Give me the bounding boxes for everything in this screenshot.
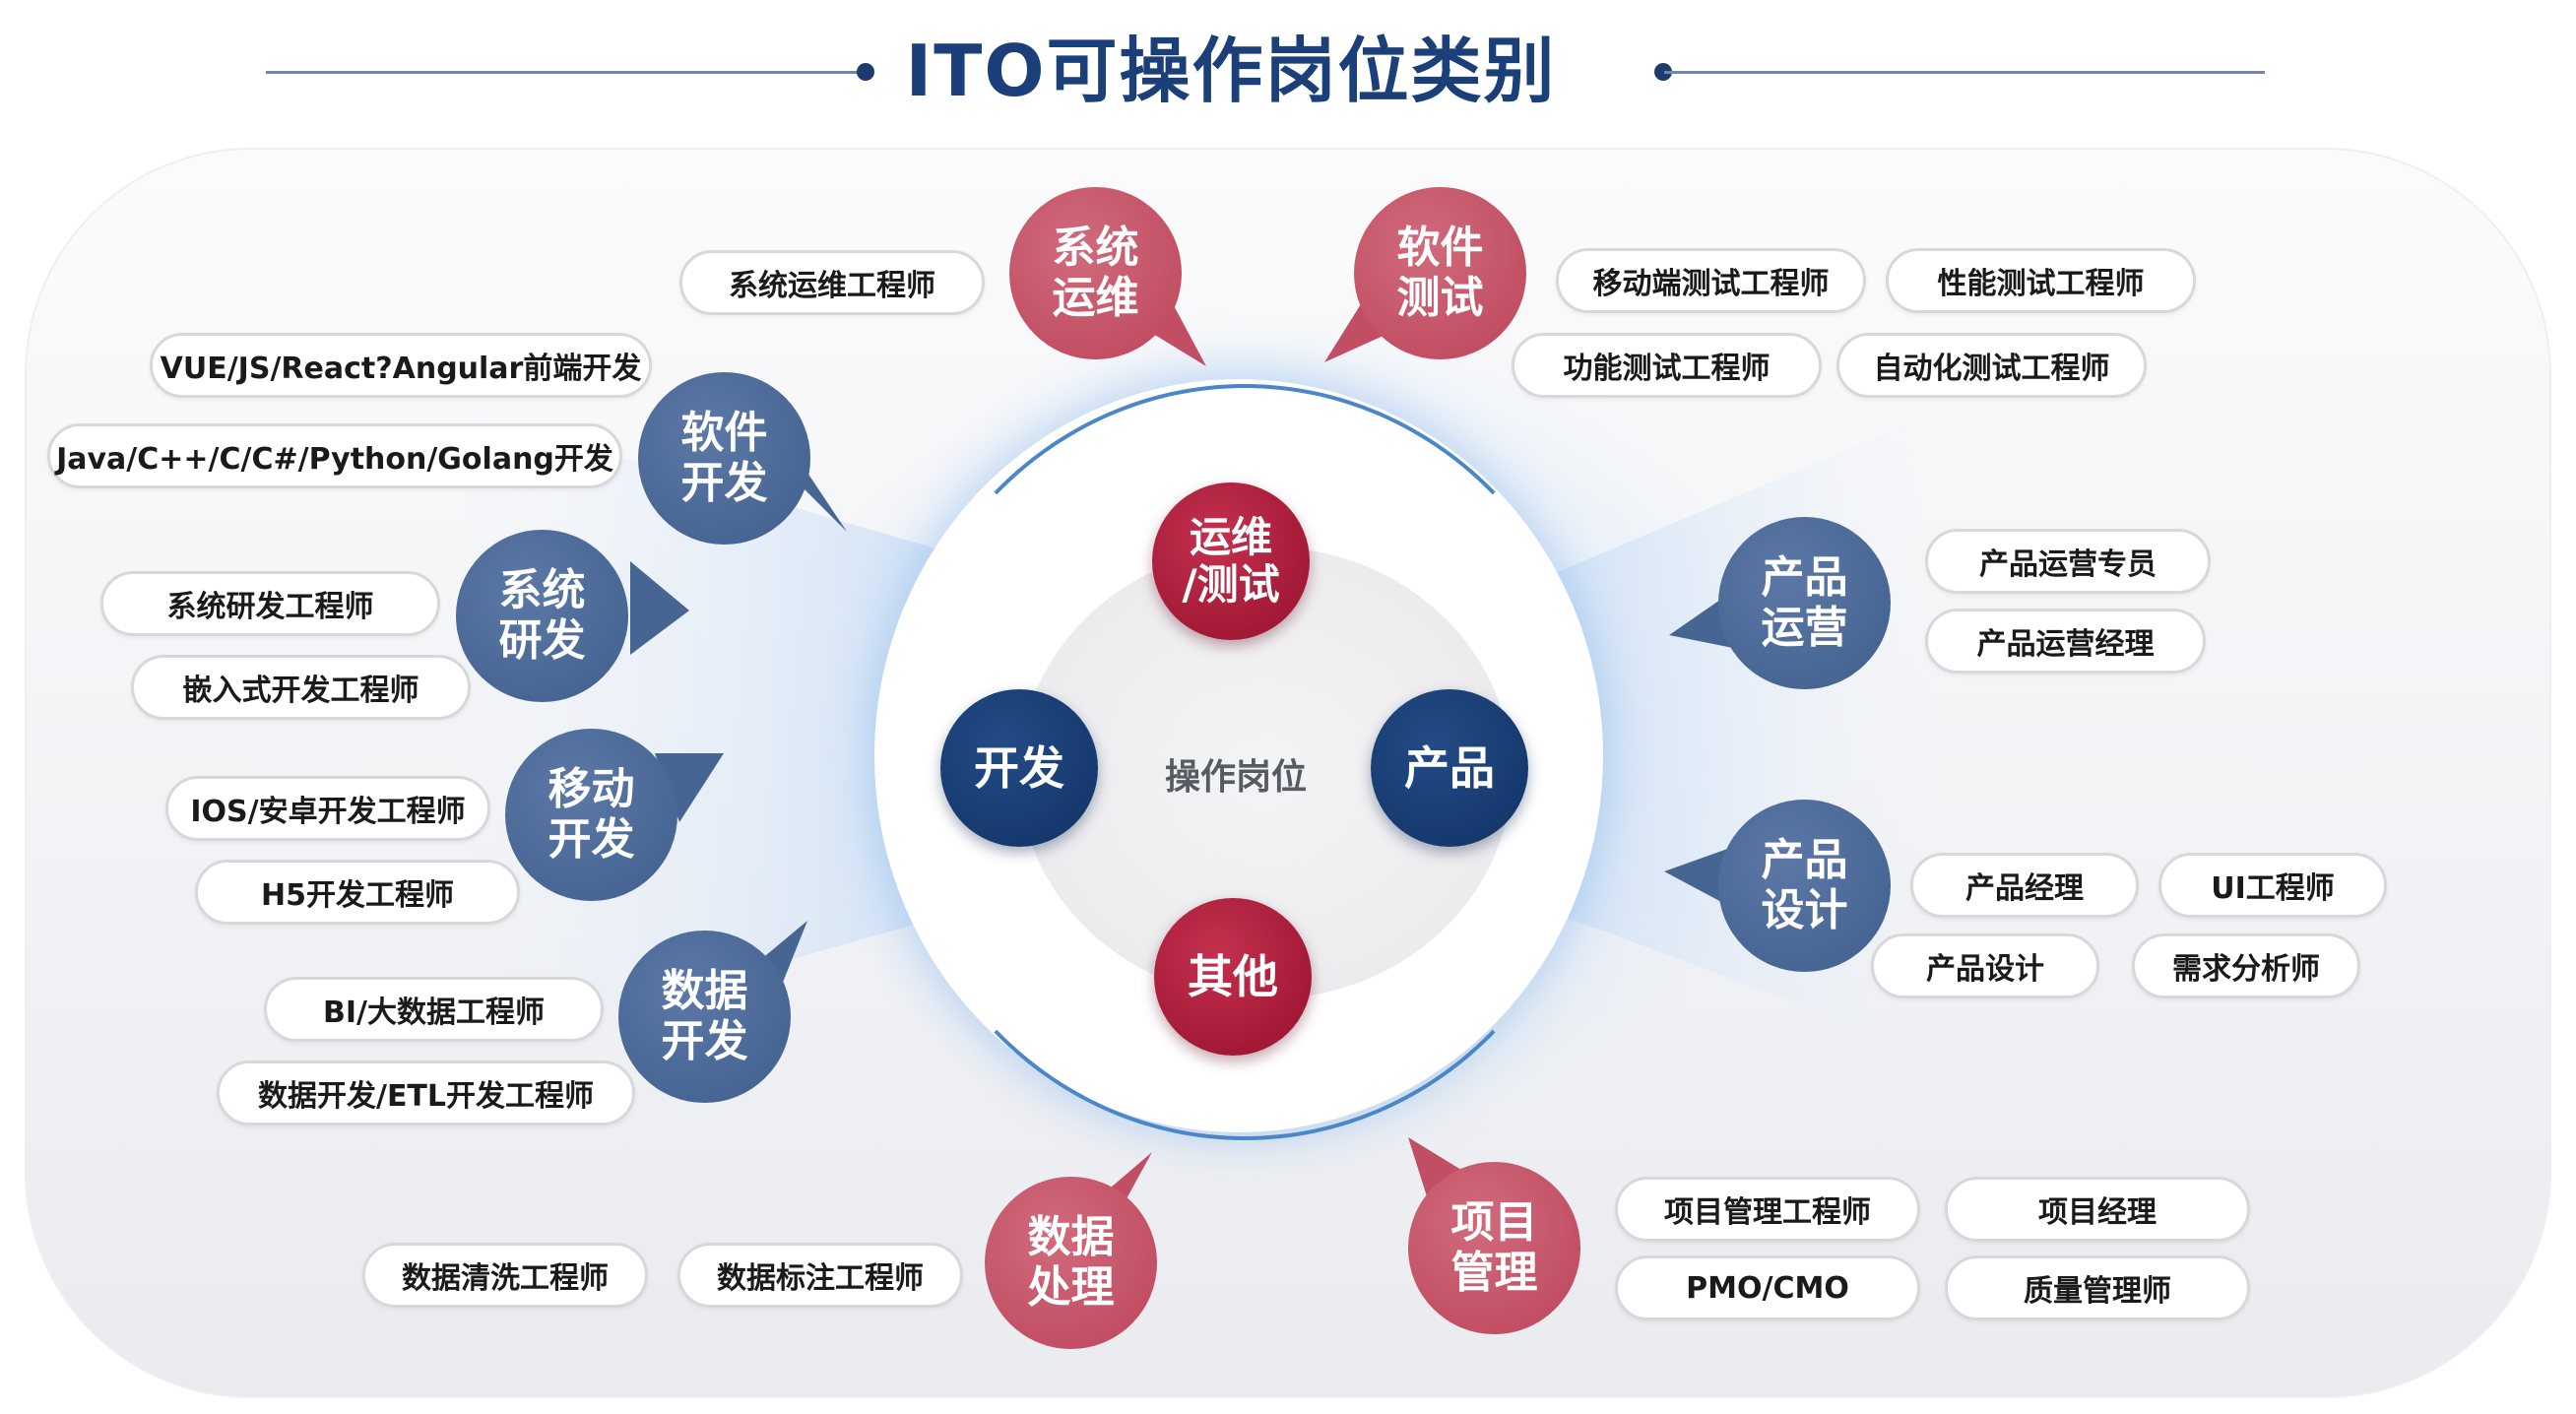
category-sys-dev: 系统 研发: [456, 530, 628, 702]
category-data-proc: 数据 处理: [985, 1177, 1157, 1349]
role-pill: PMO/CMO: [1615, 1255, 1920, 1320]
role-pill: 系统研发工程师: [100, 571, 440, 636]
category-prod-design: 产品 设计: [1718, 800, 1891, 972]
role-pill: 数据标注工程师: [677, 1243, 963, 1308]
role-pill: 性能测试工程师: [1886, 248, 2196, 313]
role-pill: 数据开发/ETL开发工程师: [217, 1060, 635, 1125]
role-pill: 需求分析师: [2132, 933, 2360, 998]
role-pill: 功能测试工程师: [1512, 333, 1822, 398]
center-label: 操作岗位: [1164, 757, 1307, 798]
role-pill: 系统运维工程师: [679, 250, 985, 315]
title-dot-left: [857, 63, 874, 81]
core-node-ops-test: 运维 /测试: [1152, 482, 1310, 640]
category-proj-mgmt: 项目 管理: [1408, 1162, 1580, 1334]
role-pill: 项目经理: [1945, 1177, 2250, 1242]
role-pill: 自动化测试工程师: [1836, 333, 2147, 398]
role-pill: H5开发工程师: [195, 860, 520, 925]
role-pill: 产品运营经理: [1925, 609, 2206, 674]
category-sw-dev: 软件 开发: [638, 372, 810, 545]
core-node-product: 产品: [1371, 689, 1528, 847]
category-mobile-dev: 移动 开发: [505, 729, 677, 901]
role-pill: VUE/JS/React?Angular前端开发: [150, 333, 652, 398]
core-node-dev: 开发: [940, 689, 1098, 847]
category-sys-ops: 系统 运维: [1009, 187, 1182, 359]
role-pill: 产品运营专员: [1925, 529, 2211, 594]
title-line-left: [266, 71, 867, 74]
role-pill: UI工程师: [2158, 853, 2387, 918]
role-pill: 移动端测试工程师: [1556, 248, 1866, 313]
role-pill: 项目管理工程师: [1615, 1177, 1920, 1242]
title-dot-right: [1654, 63, 1672, 81]
role-pill: Java/C++/C/C#/Python/Golang开发: [47, 423, 622, 488]
category-prod-ops: 产品 运营: [1718, 517, 1891, 689]
role-pill: 质量管理师: [1945, 1255, 2250, 1320]
title-line-right: [1664, 71, 2265, 74]
page-title: ITO可操作岗位类别: [905, 30, 1557, 112]
role-pill: 产品设计: [1871, 933, 2099, 998]
role-pill: 产品经理: [1910, 853, 2139, 918]
category-sw-test: 软件 测试: [1354, 187, 1526, 359]
core-node-other: 其他: [1154, 898, 1312, 1056]
role-pill: IOS/安卓开发工程师: [165, 776, 490, 841]
role-pill: BI/大数据工程师: [264, 977, 604, 1042]
ring-arc-bottom: [886, 384, 1603, 1140]
role-pill: 数据清洗工程师: [362, 1243, 648, 1308]
role-pill: 嵌入式开发工程师: [131, 655, 471, 720]
category-data-dev: 数据 开发: [618, 931, 791, 1103]
